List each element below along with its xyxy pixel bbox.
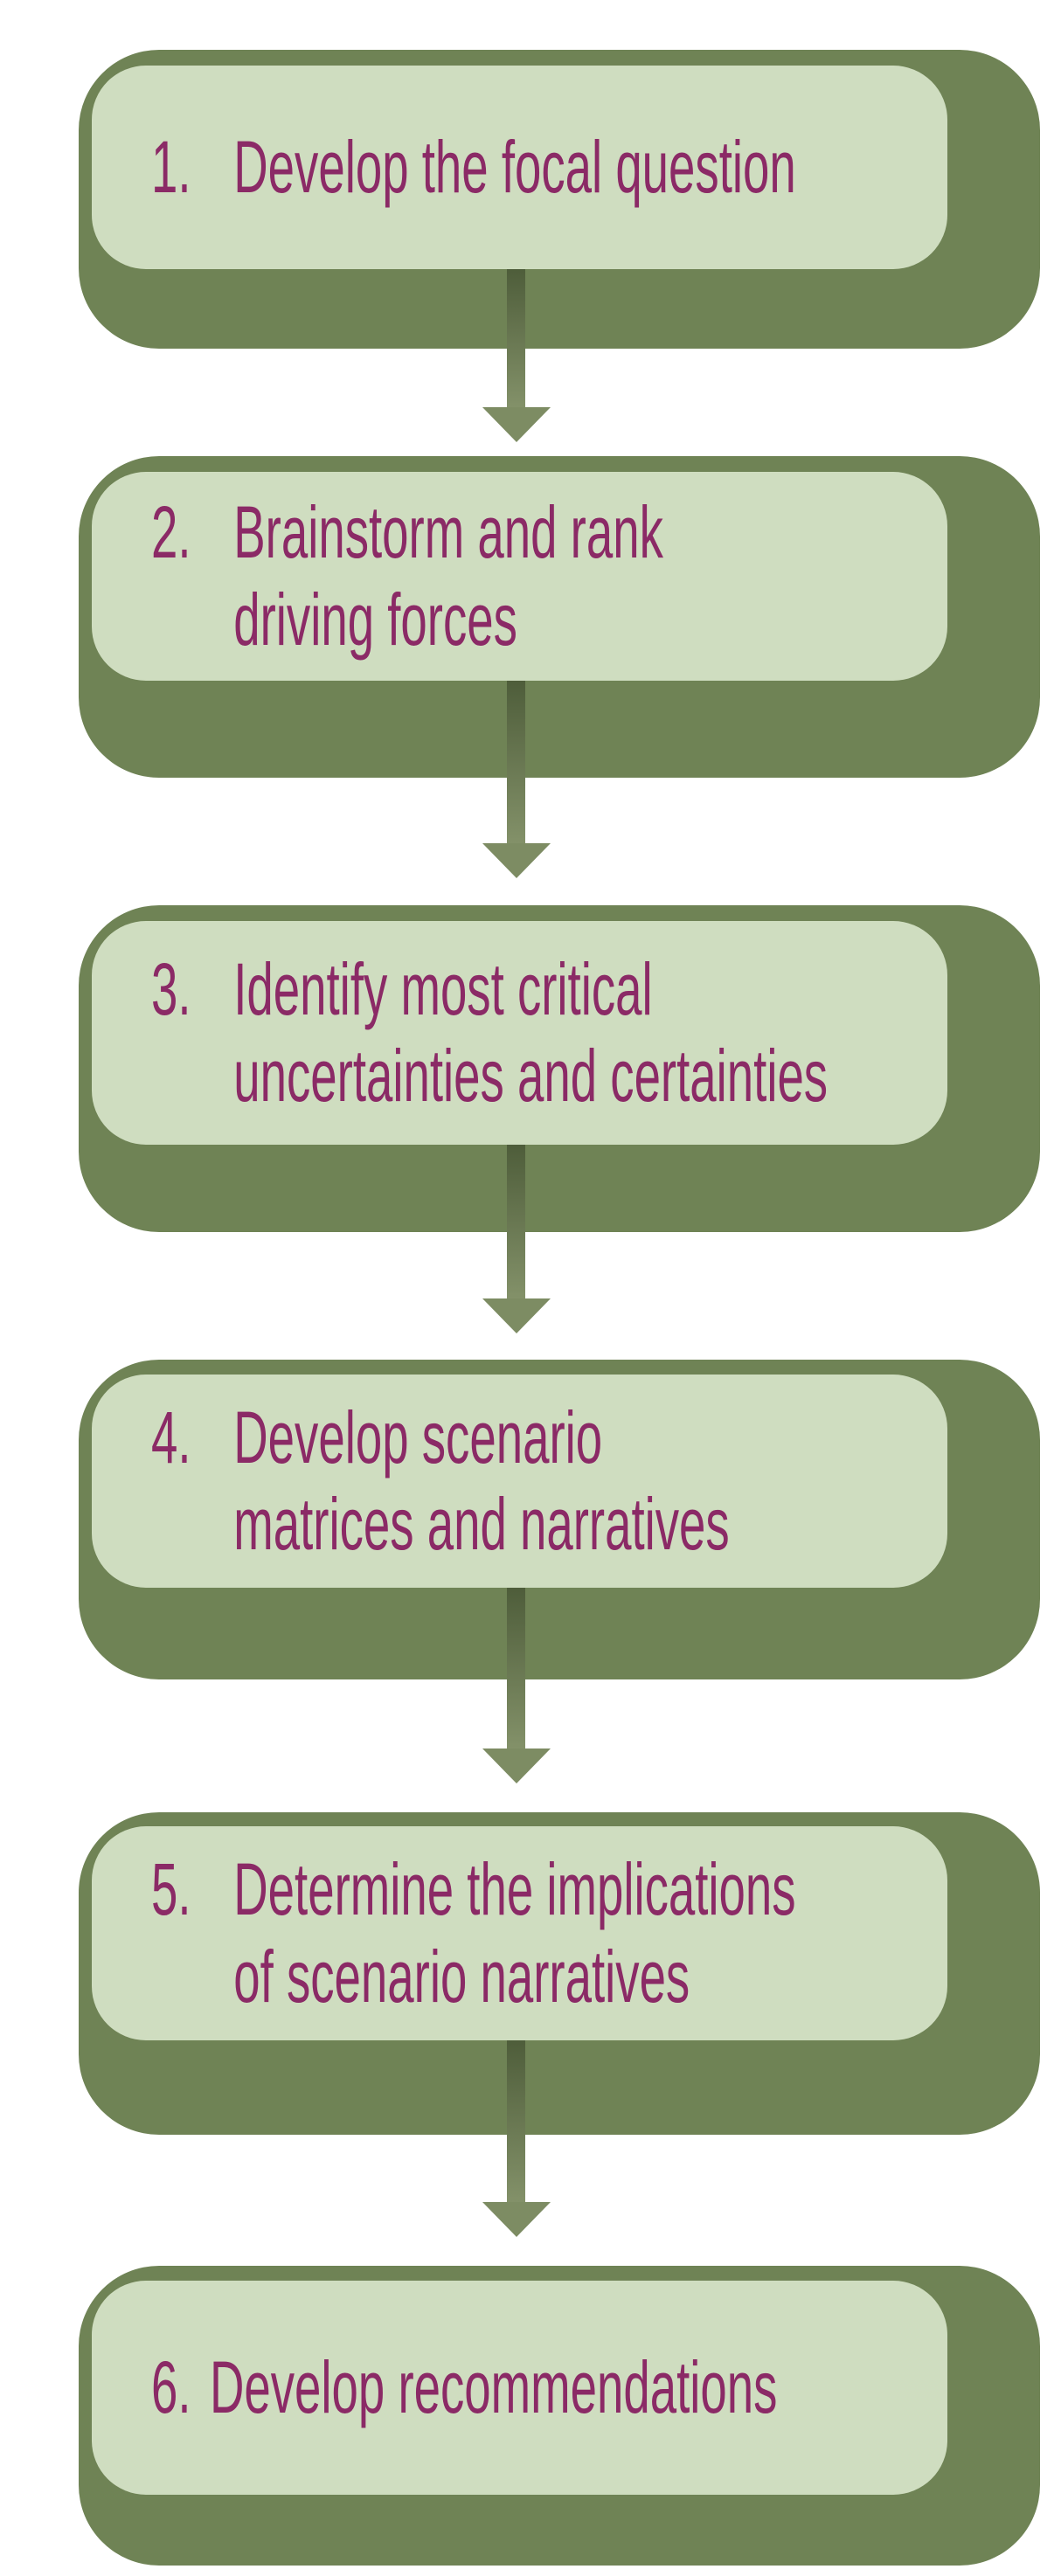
step-6-line-1: Develop recommendations xyxy=(209,2345,778,2428)
step-1-content: 1. Develop the focal question xyxy=(151,124,796,211)
arrow-3-stem xyxy=(507,1145,525,1298)
step-5-text: Determine the implications of scenario n… xyxy=(233,1846,795,2019)
step-6-content: 6. Develop recommendations xyxy=(151,2344,777,2431)
arrow-4-head-icon xyxy=(482,1748,551,1783)
step-4-content: 4. Develop scenario matrices and narrati… xyxy=(151,1395,730,1568)
step-3-text: Identify most critical uncertainties and… xyxy=(233,946,828,1119)
step-5-content: 5. Determine the implications of scenari… xyxy=(151,1846,796,2019)
step-4-line-2: matrices and narratives xyxy=(233,1483,730,1565)
step-3-line-1: Identify most critical xyxy=(233,947,653,1030)
step-5-line-1: Determine the implications xyxy=(233,1848,796,1931)
arrow-2-stem xyxy=(507,681,525,843)
step-2-line-1: Brainstorm and rank xyxy=(233,491,663,574)
step-5-box: 5. Determine the implications of scenari… xyxy=(92,1826,947,2040)
step-6-number: 6. xyxy=(151,2345,191,2428)
step-5-line-2: of scenario narratives xyxy=(233,1935,690,2018)
step-1-number: 1. xyxy=(151,125,191,208)
step-2-line-2: driving forces xyxy=(233,578,517,661)
step-4-text: Develop scenario matrices and narratives xyxy=(233,1395,729,1568)
step-3-content: 3. Identify most critical uncertainties … xyxy=(151,946,828,1119)
step-4-number: 4. xyxy=(151,1395,191,1478)
step-1-box: 1. Develop the focal question xyxy=(92,66,947,269)
step-3-line-2: uncertainties and certainties xyxy=(233,1035,829,1117)
step-2-content: 2. Brainstorm and rank driving forces xyxy=(151,489,663,662)
arrow-1-stem xyxy=(507,269,525,407)
step-6-text: Develop recommendations xyxy=(210,2344,777,2431)
step-5-number: 5. xyxy=(151,1848,191,1931)
arrow-5-head-icon xyxy=(482,2202,551,2237)
step-2-box: 2. Brainstorm and rank driving forces xyxy=(92,472,947,681)
step-6-box: 6. Develop recommendations xyxy=(92,2281,947,2495)
step-3-number: 3. xyxy=(151,947,191,1030)
step-2-text: Brainstorm and rank driving forces xyxy=(233,489,663,662)
arrow-1-head-icon xyxy=(482,407,551,442)
step-2-number: 2. xyxy=(151,491,191,574)
arrow-5-stem xyxy=(507,2040,525,2202)
arrow-3-head-icon xyxy=(482,1298,551,1333)
step-1-text: Develop the focal question xyxy=(233,124,796,211)
step-3-box: 3. Identify most critical uncertainties … xyxy=(92,921,947,1145)
step-1-line-1: Develop the focal question xyxy=(233,125,796,208)
step-4-box: 4. Develop scenario matrices and narrati… xyxy=(92,1375,947,1588)
arrow-4-stem xyxy=(507,1588,525,1748)
arrow-2-head-icon xyxy=(482,843,551,878)
step-4-line-1: Develop scenario xyxy=(233,1395,603,1478)
